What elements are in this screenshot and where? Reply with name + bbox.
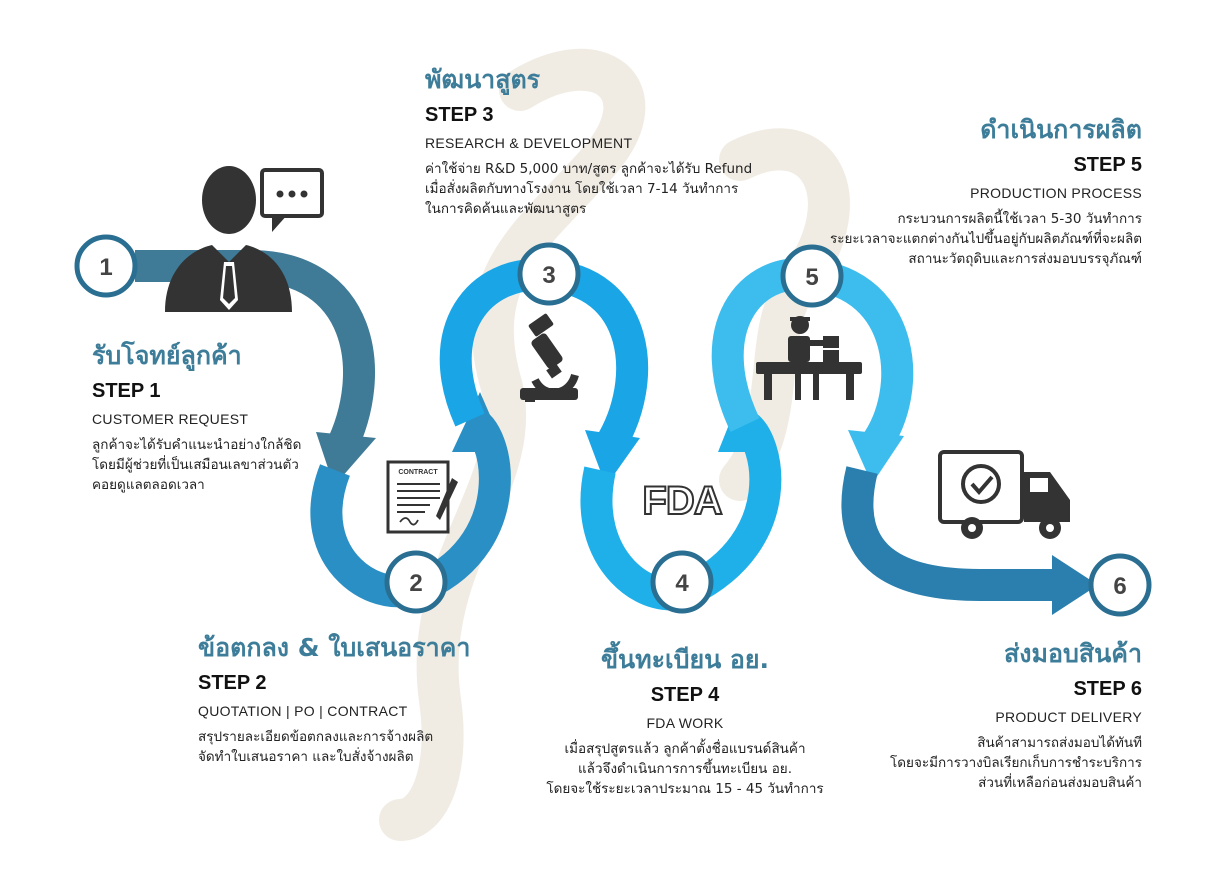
fda-logo-icon: FDA <box>641 478 723 524</box>
step-6-title: ส่งมอบสินค้า <box>1004 639 1142 668</box>
step-6-desc-line: ส่วนที่เหลือก่อนส่งมอบสินค้า <box>978 775 1142 791</box>
step-3-subtitle: RESEARCH & DEVELOPMENT <box>425 135 633 151</box>
step-3-label: STEP 3 <box>425 104 494 126</box>
step-4-text-block: ขึ้นทะเบียน อย. STEP 4 FDA WORK เมื่อสรุ… <box>530 644 840 799</box>
contract-icon: CONTRACT <box>386 460 458 534</box>
step-2-desc-line: จัดทำใบเสนอราคา และใบสั่งจ้างผลิต <box>198 749 414 765</box>
step-number-2: 2 <box>409 570 422 597</box>
step-1-title: รับโจทย์ลูกค้า <box>92 341 242 370</box>
step-4-description: เมื่อสรุปสูตรแล้ว ลูกค้าตั้งชื่อแบรนด์สิ… <box>530 739 840 799</box>
step-6-desc-line: สินค้าสามารถส่งมอบได้ทันที <box>977 735 1142 751</box>
step-5-subtitle: PRODUCTION PROCESS <box>970 185 1142 201</box>
businessman-chat-icon <box>165 166 324 312</box>
step-5-desc-line: ระยะเวลาจะแตกต่างกันไปขึ้นอยู่กับผลิตภัณ… <box>829 231 1142 247</box>
path-segment-6 <box>841 466 1060 601</box>
step-circle-3: 3 <box>517 242 581 306</box>
step-2-subtitle: QUOTATION | PO | CONTRACT <box>198 703 408 719</box>
step-6-subtitle: PRODUCT DELIVERY <box>995 709 1142 725</box>
step-3-desc-line: ค่าใช้จ่าย R&D 5,000 บาท/สูตร ลูกค้าจะได… <box>425 161 753 177</box>
step-2-text-block: ข้อตกลง & ใบเสนอราคา STEP 2 QUOTATION | … <box>198 632 470 767</box>
step-5-title: ดำเนินการผลิต <box>980 115 1142 144</box>
step-number-3: 3 <box>542 262 555 289</box>
step-4-desc-line: โดยจะใช้ระยะเวลาประมาณ 15 - 45 วันทำการ <box>546 781 824 797</box>
step-6-desc-line: โดยจะมีการวางบิลเรียกเก็บการชำระบริการ <box>890 755 1142 771</box>
step-3-text-block: พัฒนาสูตร STEP 3 RESEARCH & DEVELOPMENT … <box>425 64 752 219</box>
step-6-label: STEP 6 <box>1073 678 1142 700</box>
step-6-description: สินค้าสามารถส่งมอบได้ทันที โดยจะมีการวาง… <box>890 733 1142 793</box>
step-3-desc-line: ในการคิดค้นและพัฒนาสูตร <box>425 201 587 217</box>
step-5-label: STEP 5 <box>1073 154 1142 176</box>
arrow-head-3 <box>585 430 640 486</box>
step-circle-2: 2 <box>384 550 448 614</box>
step-4-title: ขึ้นทะเบียน อย. <box>600 645 770 674</box>
worker-conveyor-icon <box>756 316 862 400</box>
step-5-text-block: ดำเนินการผลิต STEP 5 PRODUCTION PROCESS … <box>830 114 1142 269</box>
step-circle-6: 6 <box>1088 553 1152 617</box>
step-1-subtitle: CUSTOMER REQUEST <box>92 411 249 427</box>
step-3-description: ค่าใช้จ่าย R&D 5,000 บาท/สูตร ลูกค้าจะได… <box>425 159 752 219</box>
step-1-desc-line: คอยดูแลตลอดเวลา <box>92 477 205 493</box>
step-2-description: สรุปรายละเอียดข้อตกลงและการจ้างผลิต จัดท… <box>198 727 470 767</box>
step-1-text-block: รับโจทย์ลูกค้า STEP 1 CUSTOMER REQUEST ล… <box>92 340 301 495</box>
step-circle-1: 1 <box>74 234 138 298</box>
step-1-desc-line: ลูกค้าจะได้รับคำแนะนำอย่างใกล้ชิด <box>92 437 302 453</box>
arrow-head-2 <box>452 392 506 452</box>
step-3-desc-line: เมื่อสั่งผลิตกับทางโรงงาน โดยใช้เวลา 7-1… <box>425 181 739 197</box>
step-5-description: กระบวนการผลิตนี้ใช้เวลา 5-30 วันทำการ ระ… <box>830 209 1142 269</box>
step-4-label: STEP 4 <box>650 684 720 706</box>
step-number-6: 6 <box>1113 573 1126 600</box>
step-2-label: STEP 2 <box>198 672 267 694</box>
step-4-desc-line: แล้วจึงดำเนินการการขึ้นทะเบียน อย. <box>577 761 793 777</box>
step-3-title: พัฒนาสูตร <box>425 65 541 94</box>
step-circle-4: 4 <box>650 550 714 614</box>
arrow-head-6 <box>1052 555 1098 615</box>
step-4-subtitle: FDA WORK <box>646 715 724 731</box>
step-1-desc-line: โดยมีผู้ช่วยที่เป็นเสมือนเลขาส่วนตัว <box>92 457 299 473</box>
microscope-icon <box>520 313 579 402</box>
step-5-desc-line: กระบวนการผลิตนี้ใช้เวลา 5-30 วันทำการ <box>897 211 1142 227</box>
step-circle-5: 5 <box>780 244 844 308</box>
step-6-text-block: ส่งมอบสินค้า STEP 6 PRODUCT DELIVERY สิน… <box>890 638 1142 793</box>
step-4-desc-line: เมื่อสรุปสูตรแล้ว ลูกค้าตั้งชื่อแบรนด์สิ… <box>564 741 806 757</box>
step-1-description: ลูกค้าจะได้รับคำแนะนำอย่างใกล้ชิด โดยมีผ… <box>92 435 301 495</box>
step-number-5: 5 <box>805 264 818 291</box>
step-1-label: STEP 1 <box>92 380 161 402</box>
step-number-4: 4 <box>675 570 689 597</box>
arrow-head-5 <box>848 430 904 484</box>
fda-logo-text: FDA <box>642 479 721 523</box>
step-5-desc-line: สถานะวัตถุดิบและการส่งมอบบรรจุภัณฑ์ <box>908 251 1142 267</box>
step-2-title: ข้อตกลง & ใบเสนอราคา <box>198 633 471 662</box>
step-2-desc-line: สรุปรายละเอียดข้อตกลงและการจ้างผลิต <box>198 729 434 745</box>
delivery-truck-check-icon <box>938 450 1070 539</box>
step-number-1: 1 <box>99 254 112 281</box>
contract-icon-label: CONTRACT <box>398 469 438 476</box>
